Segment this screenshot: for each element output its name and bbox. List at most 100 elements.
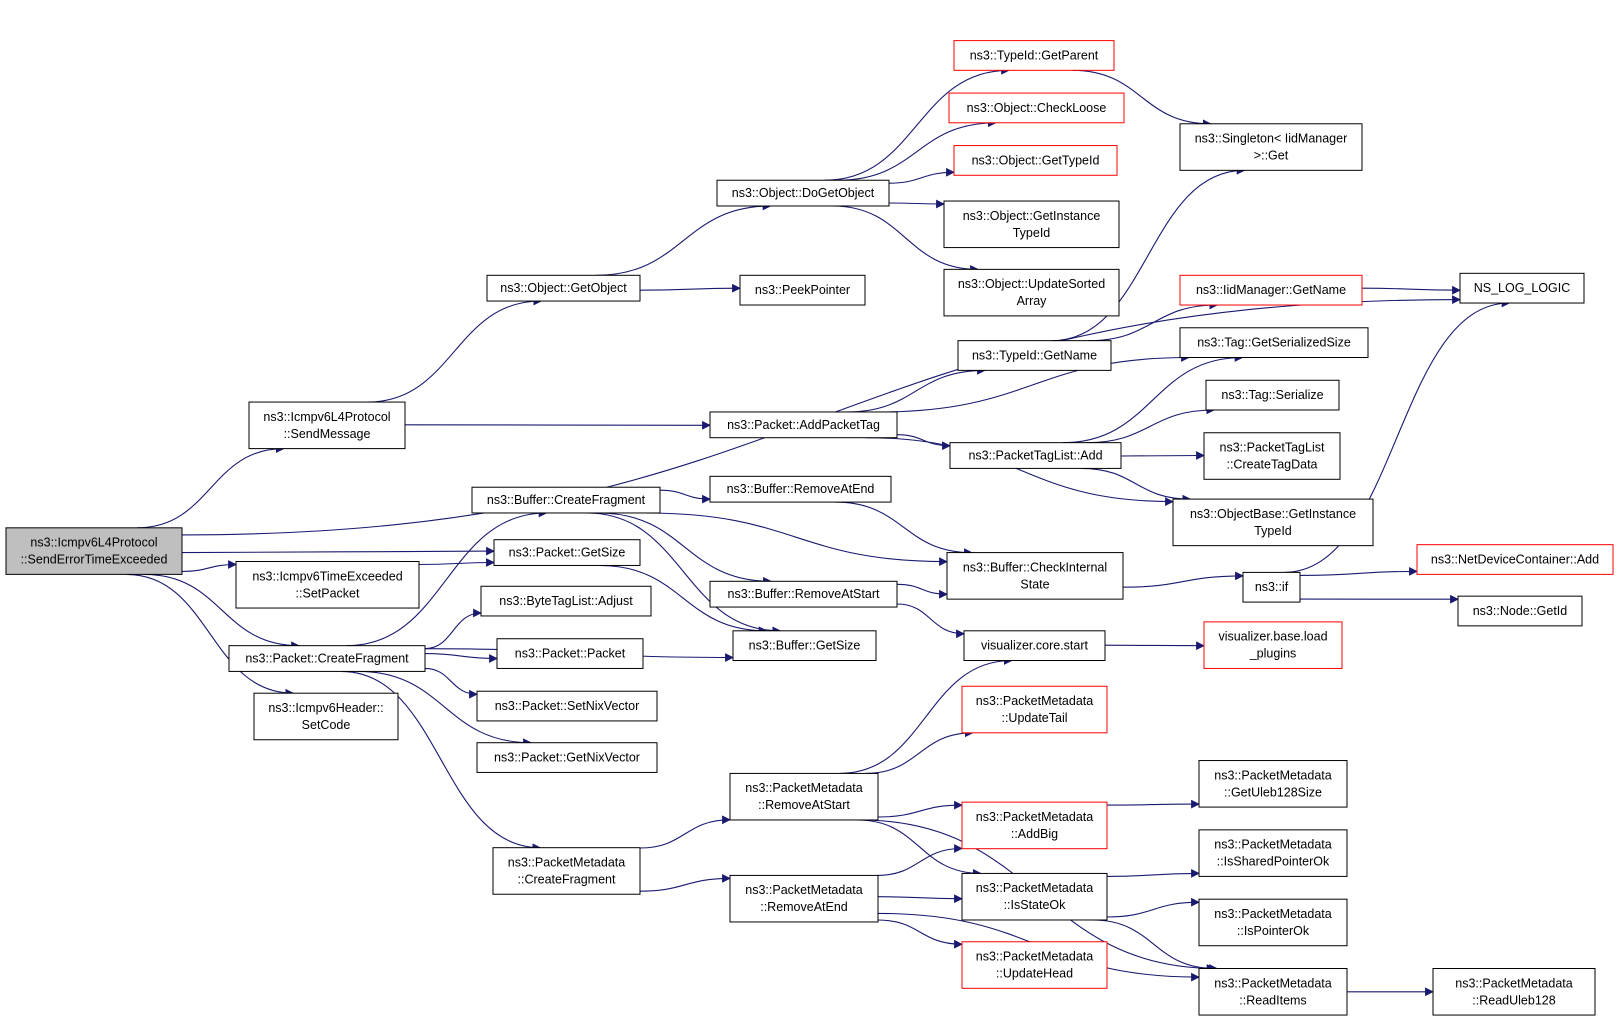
node-taggetser[interactable]: ns3::Tag::GetSerializedSize: [1179, 327, 1369, 358]
edge-ptladd-to-tagser: [1085, 405, 1216, 444]
node-pmisstateok[interactable]: ns3::PacketMetadata::IsStateOk: [961, 872, 1108, 921]
node-label: ns3::Buffer::RemoveAtStart: [728, 587, 880, 601]
node-box: [957, 340, 1112, 371]
node-label: ns3::PacketMetadata: [745, 781, 862, 795]
node-nslog[interactable]: NS_LOG_LOGIC: [1459, 272, 1585, 304]
node-bufcf[interactable]: ns3::Buffer::CreateFragment: [471, 486, 661, 514]
node-ptlcreate[interactable]: ns3::PacketTagList::CreateTagData: [1203, 432, 1341, 480]
node-box: [486, 274, 641, 302]
node-box: [961, 685, 1108, 734]
node-peekptr[interactable]: ns3::PeekPointer: [739, 274, 866, 306]
node-label: ns3::Object::GetObject: [500, 281, 627, 295]
node-tagser[interactable]: ns3::Tag::Serialize: [1205, 379, 1340, 411]
node-pmupdhead[interactable]: ns3::PacketMetadata::UpdateHead: [961, 941, 1108, 989]
node-box: [946, 552, 1124, 600]
edge-tidgetparent-to-singleton: [1072, 69, 1212, 129]
node-pmreaditems[interactable]: ns3::PacketMetadata::ReadItems: [1198, 968, 1348, 1016]
edge-pmremend-to-pmisstateok: [877, 894, 963, 904]
node-tesetpkt[interactable]: ns3::Icmpv6TimeExceeded::SetPacket: [235, 560, 420, 609]
edge-dogetobject-to-checkloose: [838, 118, 997, 181]
node-pmisshared[interactable]: ns3::PacketMetadata::IsSharedPointerOk: [1198, 829, 1348, 877]
node-label: ns3::Icmpv6Header::: [268, 701, 383, 715]
node-btladjust[interactable]: ns3::ByteTagList::Adjust: [480, 585, 652, 617]
node-label: ns3::Object::CheckLoose: [967, 101, 1107, 115]
node-pmremend[interactable]: ns3::PacketMetadata::RemoveAtEnd: [729, 874, 879, 923]
node-label: ns3::Buffer::CreateFragment: [487, 493, 646, 507]
node-label: ::ReadItems: [1239, 993, 1306, 1007]
node-setnix[interactable]: ns3::Packet::SetNixVector: [476, 690, 658, 722]
node-nsif[interactable]: ns3::if: [1242, 571, 1301, 603]
node-dogetobject[interactable]: ns3::Object::DoGetObject: [716, 179, 890, 207]
node-box: [949, 442, 1122, 469]
node-label: SetCode: [302, 718, 351, 732]
node-getobject[interactable]: ns3::Object::GetObject: [486, 274, 641, 302]
node-getnix[interactable]: ns3::Packet::GetNixVector: [476, 742, 658, 773]
node-bufremstart[interactable]: ns3::Buffer::RemoveAtStart: [709, 580, 898, 608]
edge-addpackettag-to-objbasegetinst: [865, 437, 1174, 506]
edge-nsif-to-nslog: [1283, 298, 1511, 573]
node-pmremstart[interactable]: ns3::PacketMetadata::RemoveAtStart: [729, 772, 879, 821]
edge-pmisstateok-to-pmisshared: [1106, 869, 1200, 878]
node-pktgetsize[interactable]: ns3::Packet::GetSize: [493, 539, 641, 566]
node-objgettypeid[interactable]: ns3::Object::GetTypeId: [953, 145, 1118, 176]
node-pktcf[interactable]: ns3::Packet::CreateFragment: [228, 645, 426, 672]
node-label: ns3::Packet::AddPacketTag: [727, 418, 880, 432]
node-root[interactable]: ns3::Icmpv6L4Protocol::SendErrorTimeExce…: [5, 527, 183, 575]
node-iidgetname[interactable]: ns3::IidManager::GetName: [1179, 274, 1363, 306]
node-sendmsg[interactable]: ns3::Icmpv6L4Protocol::SendMessage: [248, 401, 406, 450]
node-label: ns3::TypeId::GetParent: [970, 48, 1099, 62]
node-box: [1198, 898, 1348, 947]
node-visload[interactable]: visualizer.base.load_plugins: [1203, 621, 1343, 669]
edge-pmcf-to-pmremstart: [639, 815, 731, 849]
node-viscore[interactable]: visualizer.core.start: [963, 630, 1106, 662]
node-box: [1179, 274, 1363, 306]
node-pmcf[interactable]: ns3::PacketMetadata::CreateFragment: [492, 847, 641, 895]
node-pmisptr[interactable]: ns3::PacketMetadata::IsPointerOk: [1198, 898, 1348, 947]
node-box: [948, 92, 1125, 124]
node-label: ns3::Tag::Serialize: [1221, 388, 1323, 402]
call-edges: [126, 65, 1511, 997]
node-box: [1179, 123, 1363, 171]
node-label: ::IsPointerOk: [1237, 924, 1310, 938]
node-box: [729, 772, 879, 821]
edge-dogetobject-to-tidgetparent: [824, 65, 1010, 181]
node-label: ns3::Buffer::GetSize: [749, 639, 861, 653]
edge-ptladd-to-objbasegetinst: [1081, 467, 1192, 504]
node-tidgetparent[interactable]: ns3::TypeId::GetParent: [953, 40, 1115, 71]
node-pktpacket[interactable]: ns3::Packet::Packet: [496, 638, 644, 669]
node-checkloose[interactable]: ns3::Object::CheckLoose: [948, 92, 1125, 124]
node-bufremend[interactable]: ns3::Buffer::RemoveAtEnd: [709, 475, 892, 503]
node-singleton[interactable]: ns3::Singleton< IidManager>::Get: [1179, 123, 1363, 171]
node-pmaddbig[interactable]: ns3::PacketMetadata::AddBig: [961, 801, 1108, 850]
node-ptladd[interactable]: ns3::PacketTagList::Add: [949, 442, 1122, 469]
node-label: visualizer.base.load: [1218, 630, 1327, 644]
node-tidgetname[interactable]: ns3::TypeId::GetName: [957, 340, 1112, 371]
edge-ptladd-to-taggetser: [1062, 353, 1244, 444]
node-pmgetuleb[interactable]: ns3::PacketMetadata::GetUleb128Size: [1198, 760, 1348, 808]
node-label: ns3::PacketMetadata: [976, 881, 1093, 895]
node-label: ::UpdateHead: [996, 967, 1073, 981]
node-addpackettag[interactable]: ns3::Packet::AddPacketTag: [709, 411, 898, 439]
edge-dogetobject-to-objgettypeid: [888, 167, 955, 184]
call-nodes: ns3::Icmpv6L4Protocol::SendErrorTimeExce…: [5, 40, 1614, 1016]
node-box: [1416, 544, 1614, 575]
edge-root-to-pktcf: [144, 573, 300, 651]
node-bufgetsize[interactable]: ns3::Buffer::GetSize: [732, 630, 877, 662]
edge-bufcf-to-bufremend: [659, 489, 711, 504]
node-pmupdtail[interactable]: ns3::PacketMetadata::UpdateTail: [961, 685, 1108, 734]
edge-getobject-to-peekptr: [639, 283, 741, 293]
node-ndcadd[interactable]: ns3::NetDeviceContainer::Add: [1416, 544, 1614, 575]
node-box: [1198, 760, 1348, 808]
node-hdrsetcode[interactable]: ns3::Icmpv6Header::SetCode: [253, 692, 399, 741]
node-nodegetid[interactable]: ns3::Node::GetId: [1457, 595, 1583, 627]
node-label: ns3::Tag::GetSerializedSize: [1197, 336, 1351, 350]
node-pmreaduleb[interactable]: ns3::PacketMetadata::ReadUleb128: [1432, 968, 1596, 1016]
edge-sendmsg-to-addpackettag: [404, 420, 711, 430]
edge-nsif-to-ndcadd: [1299, 567, 1418, 576]
node-label: TypeId: [1254, 524, 1292, 538]
edge-dogetobject-to-objgetinsttid: [888, 199, 945, 209]
